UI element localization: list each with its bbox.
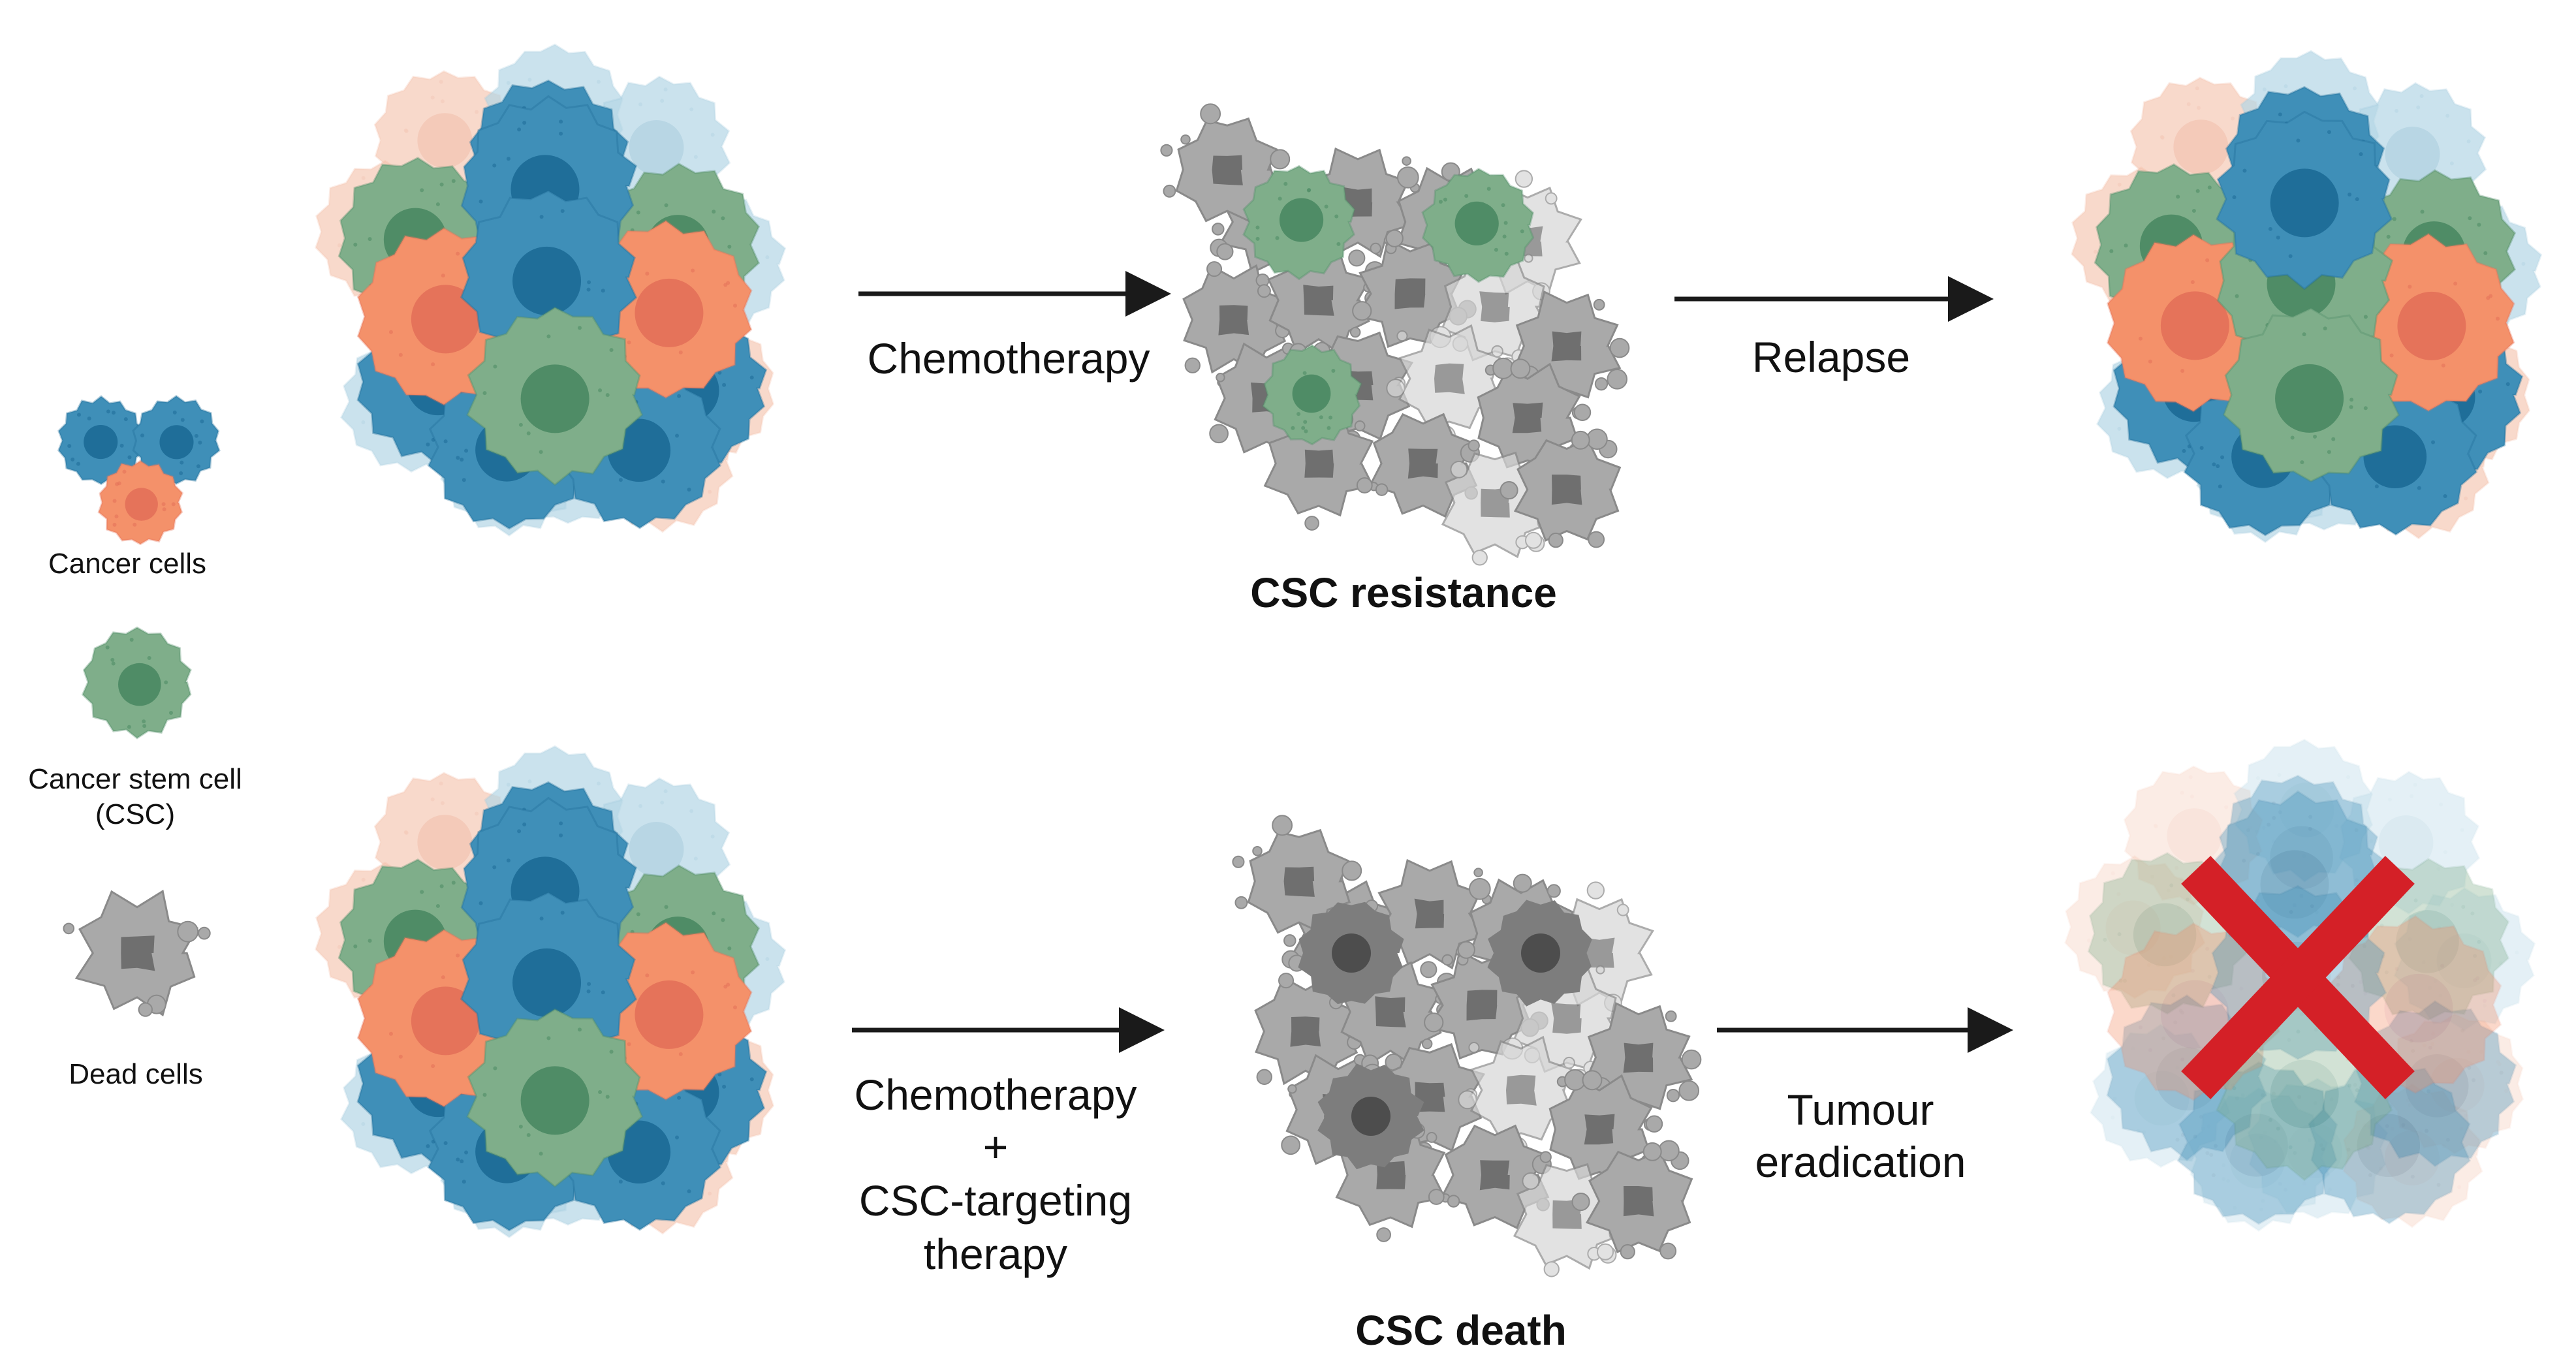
background-cell [2385, 1013, 2524, 1155]
cancer-stem-cell [1262, 344, 1362, 446]
relapsed-tumour [2071, 50, 2543, 544]
dead-cell [1160, 103, 1291, 236]
chemotherapy-plus-line1: Chemotherapy [855, 1071, 1137, 1119]
resistant-tumour [1160, 103, 1630, 566]
cancer-cell-icon [57, 394, 221, 546]
dead-csc-tumour [1232, 815, 1702, 1277]
chemotherapy-plus-line3: CSC-targeting [859, 1176, 1132, 1225]
cancer-cell [466, 306, 644, 486]
cancer-stem-cell [81, 626, 192, 740]
background-cell [2123, 765, 2264, 906]
cancer-cell [2176, 1061, 2338, 1225]
cancer-cell [2216, 110, 2393, 290]
cancer-cell [132, 394, 221, 485]
cancer-stem-cell-icon [81, 626, 192, 740]
cancer-cell [97, 460, 184, 546]
legend-csc-label-line1: Cancer stem cell [28, 763, 242, 795]
dead-cell [1441, 451, 1558, 566]
dead-cell [1513, 1163, 1630, 1277]
csc-death-caption: CSC death [1355, 1307, 1567, 1354]
dead-cell [1386, 324, 1503, 447]
bottom-row: Chemotherapy + CSC-targeting therapy CSC… [315, 738, 2536, 1354]
legend-dead-cells-label: Dead cells [69, 1058, 202, 1090]
red-x-icon [2181, 856, 2415, 1099]
legend: Cancer cells Cancer stem cell (CSC) Dead… [28, 394, 242, 1090]
cancer-cell [2216, 774, 2379, 939]
dead-cell [1232, 815, 1362, 947]
dead-cell [1571, 1140, 1693, 1260]
dead-cell [63, 889, 211, 1017]
dead-cell [1477, 357, 1592, 470]
cancer-cell [2353, 1000, 2517, 1168]
cancer-cell [2308, 1060, 2472, 1225]
dead-cell [1500, 428, 1622, 548]
dead-cell-icon [63, 889, 211, 1017]
tumour-eradication-line2: eradication [1755, 1138, 1966, 1186]
dead-cell [1548, 1069, 1663, 1182]
dead-cancer-stem-cell [1317, 1063, 1424, 1170]
background-cell [2233, 738, 2374, 883]
tumour-eradication-line1: Tumour [1787, 1086, 1934, 1134]
background-cell [2187, 1087, 2331, 1232]
initial-tumour-bottom [315, 745, 787, 1239]
cancer-stem-cell [1421, 168, 1535, 283]
initial-tumour-top [315, 43, 787, 537]
background-cell [2064, 854, 2206, 999]
background-cell [2247, 1078, 2389, 1219]
background-cell [2393, 886, 2536, 1031]
cancer-cell [57, 395, 146, 486]
chemotherapy-plus-line2: + [983, 1123, 1009, 1171]
legend-cancer-cells-label: Cancer cells [48, 548, 206, 580]
dead-cancer-stem-cell [1298, 901, 1404, 1005]
cancer-cell [2222, 307, 2400, 483]
top-row: Chemotherapy CSC resistance Relapse [315, 43, 2543, 616]
dead-cancer-stem-cell [1487, 900, 1592, 1007]
chemotherapy-label: Chemotherapy [868, 334, 1150, 383]
csc-resistance-caption: CSC resistance [1250, 569, 1557, 616]
legend-csc-label-line2: (CSC) [95, 798, 175, 830]
background-cell [2342, 1083, 2483, 1229]
relapse-label: Relapse [1752, 333, 1910, 381]
cancer-stem-cell [1242, 164, 1356, 281]
chemotherapy-plus-line4: therapy [924, 1230, 1067, 1278]
cancer-cell [466, 1008, 644, 1188]
